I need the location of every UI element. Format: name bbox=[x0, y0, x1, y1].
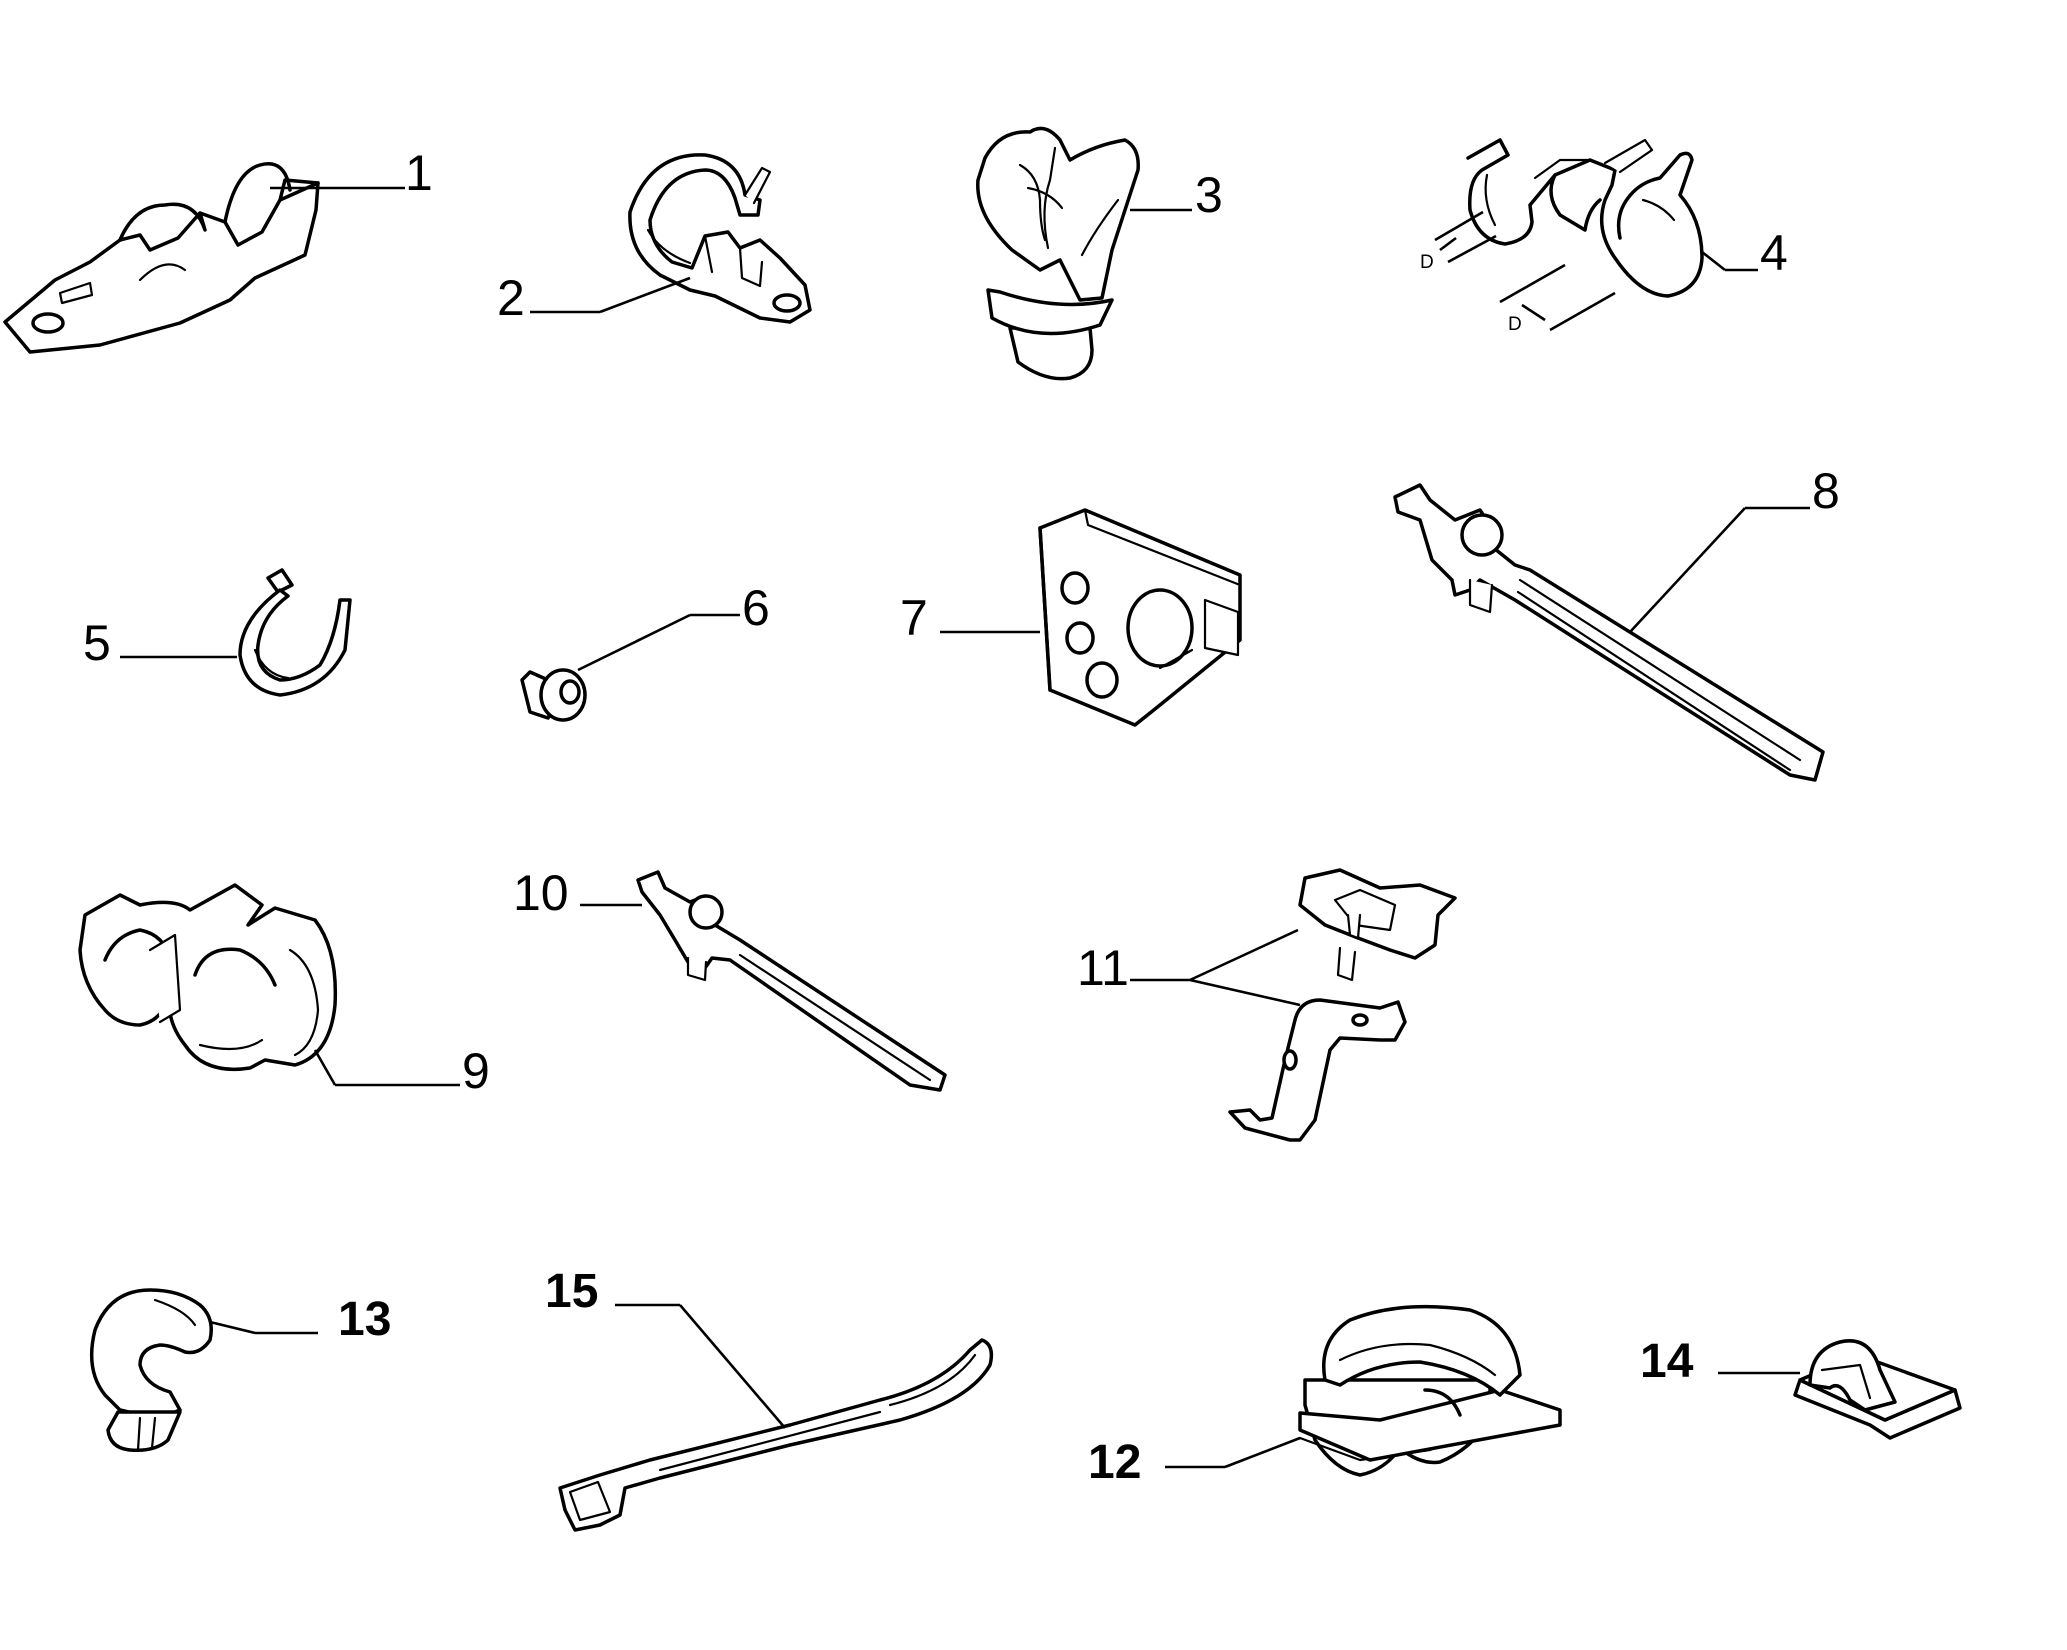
part-3-fir-tree-pipe-clip bbox=[976, 126, 1140, 381]
callout-2: 2 bbox=[497, 270, 525, 326]
callout-8: 8 bbox=[1812, 463, 1840, 519]
callout-6: 6 bbox=[742, 580, 770, 636]
svg-text:D: D bbox=[1508, 314, 1522, 335]
leader-6 bbox=[577, 613, 691, 672]
callout-15: 15 bbox=[545, 1265, 598, 1318]
svg-text:D: D bbox=[1420, 252, 1434, 273]
part-4-twin-pipe-clip bbox=[1466, 138, 1704, 298]
callout-10: 10 bbox=[513, 865, 569, 921]
callout-3: 3 bbox=[1195, 167, 1223, 223]
leader-4 bbox=[1701, 250, 1726, 272]
dimension-d-1: D bbox=[1420, 210, 1497, 273]
callout-5: 5 bbox=[83, 615, 111, 671]
part-2-double-loop-clip bbox=[628, 153, 812, 324]
dimension-d-2: D bbox=[1499, 263, 1616, 335]
part-9-triple-pipe-clip bbox=[78, 883, 338, 1072]
callout-7: 7 bbox=[900, 590, 928, 646]
callout-1: 1 bbox=[405, 145, 433, 201]
part-6-push-rivet bbox=[520, 668, 587, 722]
part-1-double-pipe-bracket bbox=[3, 162, 320, 354]
part-15-heavy-cable-tie bbox=[558, 1338, 994, 1532]
leader-13 bbox=[209, 1320, 256, 1335]
part-14-adhesive-cable-mount bbox=[1793, 1339, 1962, 1440]
part-7-grommet-block bbox=[1038, 508, 1242, 727]
part-12-edge-cable-clip bbox=[1298, 1304, 1562, 1477]
callout-11: 11 bbox=[1077, 940, 1129, 996]
part-10-short-anchor-cable-tie bbox=[636, 870, 947, 1092]
callout-14: 14 bbox=[1640, 1335, 1694, 1388]
callout-4: 4 bbox=[1760, 225, 1788, 281]
callout-13: 13 bbox=[338, 1293, 391, 1346]
leader-9 bbox=[313, 1049, 337, 1086]
part-11-clip-and-bracket-set bbox=[1228, 868, 1457, 1142]
part-8-long-anchor-cable-tie bbox=[1393, 483, 1825, 782]
part-13-hook-push-clip bbox=[89, 1288, 213, 1453]
part-5-small-cable-tie bbox=[238, 568, 352, 697]
callout-12: 12 bbox=[1088, 1436, 1141, 1489]
callout-9: 9 bbox=[462, 1043, 490, 1099]
leader-8 bbox=[1629, 507, 1746, 633]
